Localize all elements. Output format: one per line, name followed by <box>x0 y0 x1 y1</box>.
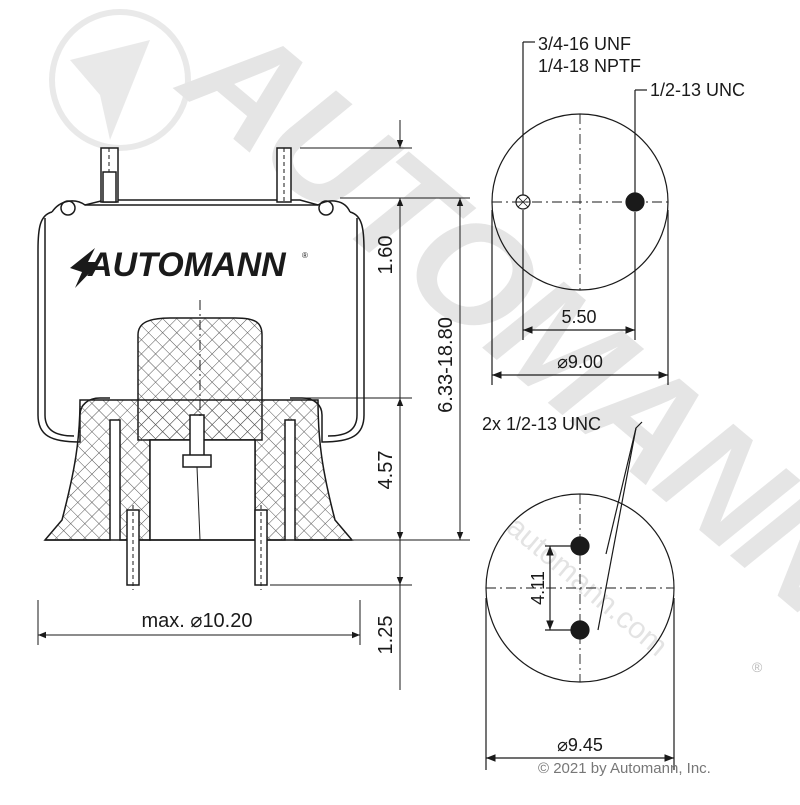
copyright-text: © 2021 by Automann, Inc. <box>538 760 711 777</box>
center-nut <box>182 454 212 468</box>
bottom-view <box>485 421 675 770</box>
bead-plate <box>51 199 351 213</box>
dim-max-diameter: max. ⌀10.20 <box>142 610 253 632</box>
watermark-circle-icon <box>49 9 191 151</box>
watermark-url-text: automann.com <box>501 510 674 663</box>
dim-stud-length: 1.25 <box>375 616 397 655</box>
dim-bottom-diameter: ⌀9.45 <box>557 735 603 755</box>
dim-stud-spacing-bottom: 4.11 <box>528 571 548 605</box>
bottom-stud-right <box>254 505 268 590</box>
bottom-stud-hole-2-icon <box>570 620 590 640</box>
top-stud <box>276 147 292 203</box>
watermark-arrow-icon <box>70 40 150 140</box>
port-callout-line2: 1/4-18 NPTF <box>538 56 641 76</box>
dim-top-height: 1.60 <box>375 236 397 275</box>
bottom-stud-left <box>126 505 140 590</box>
bottom-stud-callout: 2x 1/2-13 UNC <box>482 414 601 434</box>
bottom-stud-leader-2 <box>605 427 637 555</box>
top-air-fitting <box>100 147 119 203</box>
watermark-registered-mark: ® <box>752 659 763 675</box>
port-callout-line1: 3/4-16 UNF <box>538 34 631 54</box>
dim-stud-spacing-top: 5.50 <box>561 307 596 327</box>
top-stud-callout: 1/2-13 UNC <box>650 80 745 100</box>
side-dimensions <box>37 120 470 690</box>
top-view <box>491 41 669 385</box>
logo-registered-mark: ® <box>302 251 308 260</box>
top-stud-hole-icon <box>625 192 645 212</box>
right-bead-roll <box>318 200 334 216</box>
side-view <box>37 147 365 590</box>
dim-lower-height: 4.57 <box>375 451 397 490</box>
logo-arrow-icon <box>70 248 100 288</box>
dim-height-range: 6.33-18.80 <box>435 317 457 413</box>
logo-text: AUTOMANN <box>87 246 287 284</box>
dim-top-diameter: ⌀9.00 <box>557 352 603 372</box>
bolt-stem <box>196 466 201 541</box>
left-bead-roll <box>60 200 76 216</box>
bottom-stud-hole-1-icon <box>570 536 590 556</box>
automann-logo: AUTOMANN ® <box>70 246 308 288</box>
bellows-inner-left <box>44 218 75 437</box>
bellows-inner-right <box>327 218 358 437</box>
